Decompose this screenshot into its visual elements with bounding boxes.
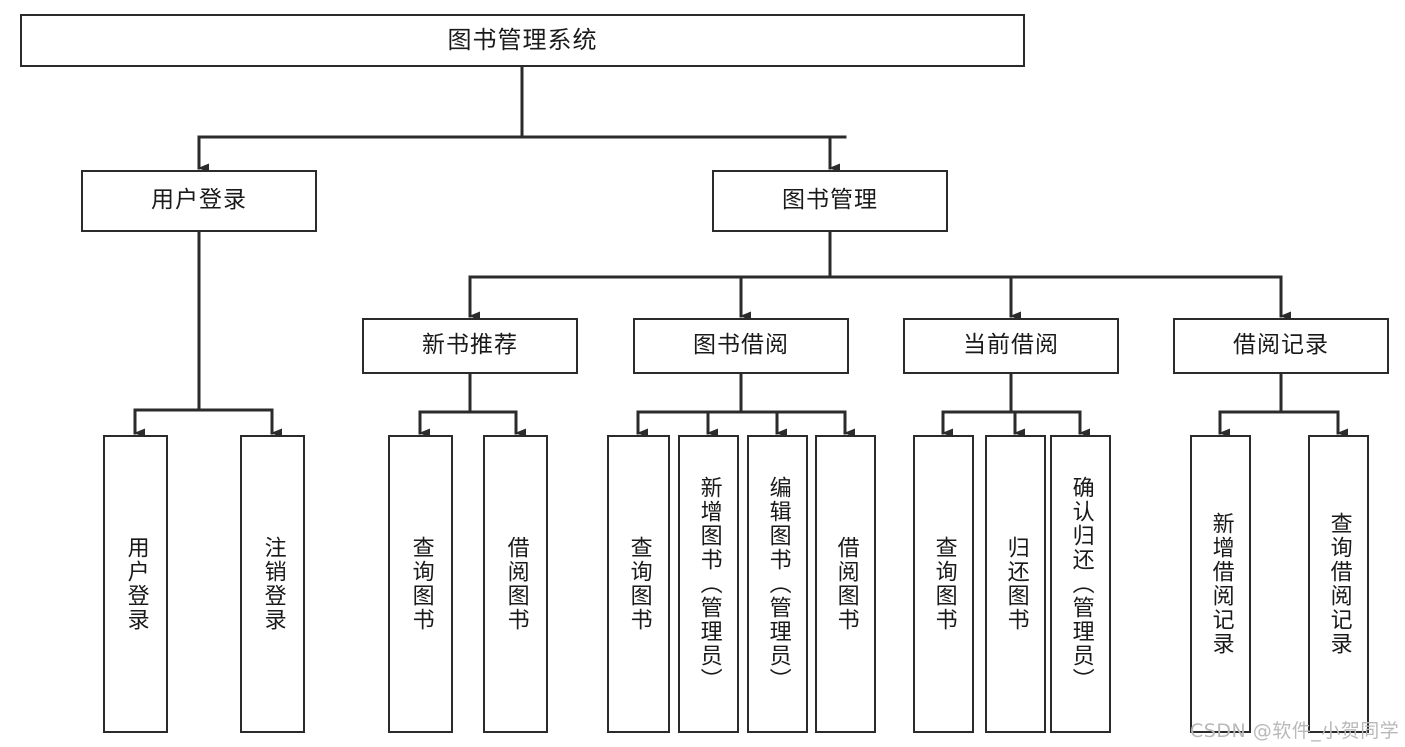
node-borrow-record[interactable]: 借阅记录 [1173, 318, 1389, 374]
leaf-add-borrow-record[interactable]: 新增借阅记录 [1190, 435, 1251, 733]
leaf-query-book-borrow[interactable]: 查询图书 [607, 435, 670, 733]
leaf-add-book-admin[interactable]: 新增图书（管理员） [678, 435, 739, 733]
leaf-query-book-recommend[interactable]: 查询图书 [388, 435, 453, 733]
leaf-query-borrow-record[interactable]: 查询借阅记录 [1308, 435, 1369, 733]
leaf-borrow-book-recommend[interactable]: 借阅图书 [483, 435, 548, 733]
leaf-label: 查询图书 [931, 536, 957, 632]
leaf-label: 用户登录 [123, 536, 149, 632]
leaf-return-book[interactable]: 归还图书 [985, 435, 1046, 733]
leaf-label: 归还图书 [1003, 536, 1029, 632]
leaf-label: 编辑图书（管理员） [765, 476, 791, 692]
leaf-label: 确认归还（管理员） [1068, 476, 1094, 692]
node-new-book-recommend[interactable]: 新书推荐 [362, 318, 578, 374]
leaf-logout-login[interactable]: 注销登录 [240, 435, 305, 733]
leaf-borrow-book[interactable]: 借阅图书 [815, 435, 876, 733]
leaf-label: 借阅图书 [833, 536, 859, 632]
leaf-edit-book-admin[interactable]: 编辑图书（管理员） [747, 435, 808, 733]
leaf-label: 查询图书 [408, 536, 434, 632]
leaf-label: 查询图书 [626, 536, 652, 632]
node-user-login[interactable]: 用户登录 [81, 170, 317, 232]
leaf-label: 新增图书（管理员） [696, 476, 722, 692]
node-root-system[interactable]: 图书管理系统 [20, 14, 1025, 67]
leaf-label: 新增借阅记录 [1208, 512, 1234, 656]
leaf-label: 借阅图书 [503, 536, 529, 632]
leaf-label: 注销登录 [260, 536, 286, 632]
leaf-user-login[interactable]: 用户登录 [103, 435, 168, 733]
node-book-management[interactable]: 图书管理 [712, 170, 948, 232]
node-current-borrow[interactable]: 当前借阅 [903, 318, 1119, 374]
csdn-watermark: CSDN @软件_小贺同学 [1190, 720, 1400, 742]
node-book-borrow[interactable]: 图书借阅 [633, 318, 849, 374]
leaf-query-book-current[interactable]: 查询图书 [913, 435, 974, 733]
leaf-confirm-return-admin[interactable]: 确认归还（管理员） [1050, 435, 1111, 733]
leaf-label: 查询借阅记录 [1326, 512, 1352, 656]
